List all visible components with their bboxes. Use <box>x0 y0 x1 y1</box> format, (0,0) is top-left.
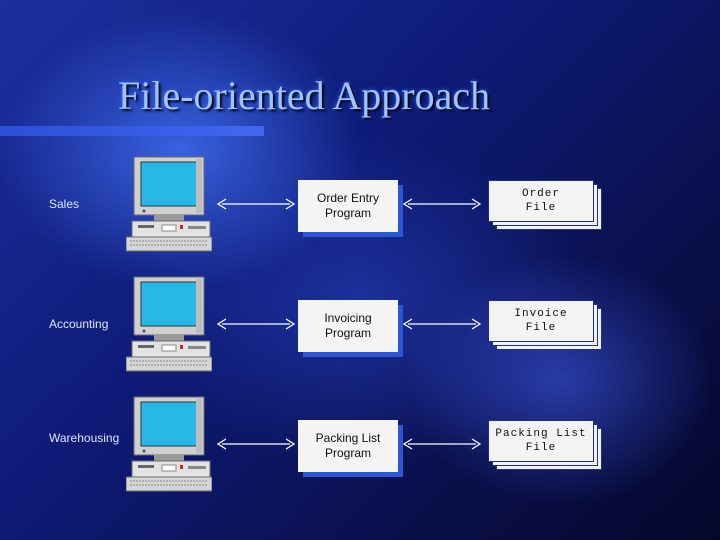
file-suffix: File <box>525 442 557 454</box>
program-suffix: Program <box>324 326 371 340</box>
department-label-warehousing: Warehousing <box>49 431 120 445</box>
department-label-accounting: Accounting <box>49 317 109 331</box>
program-name: Packing List <box>315 431 381 445</box>
double-arrow-icon <box>216 198 296 210</box>
double-arrow-icon <box>216 438 296 450</box>
program-suffix: Program <box>324 206 371 220</box>
double-arrow-icon <box>402 198 482 210</box>
double-arrow-icon <box>402 318 482 330</box>
double-arrow-icon <box>402 438 482 450</box>
file-name: Invoice <box>514 308 568 320</box>
program-name: Invoicing <box>324 311 372 325</box>
computer-icon <box>126 395 212 493</box>
program-name: Order Entry <box>316 191 379 205</box>
title-underline-bar <box>0 126 264 136</box>
program-suffix: Program <box>324 446 371 460</box>
file-name: Packing List <box>495 428 587 440</box>
computer-icon <box>126 155 212 253</box>
double-arrow-icon <box>216 318 296 330</box>
computer-icon <box>126 275 212 373</box>
file-suffix: File <box>525 322 557 334</box>
department-label-sales: Sales <box>49 197 80 211</box>
file-suffix: File <box>525 202 557 214</box>
file-name: Order <box>521 188 560 200</box>
slide-title: File-oriented Approach <box>118 73 491 118</box>
